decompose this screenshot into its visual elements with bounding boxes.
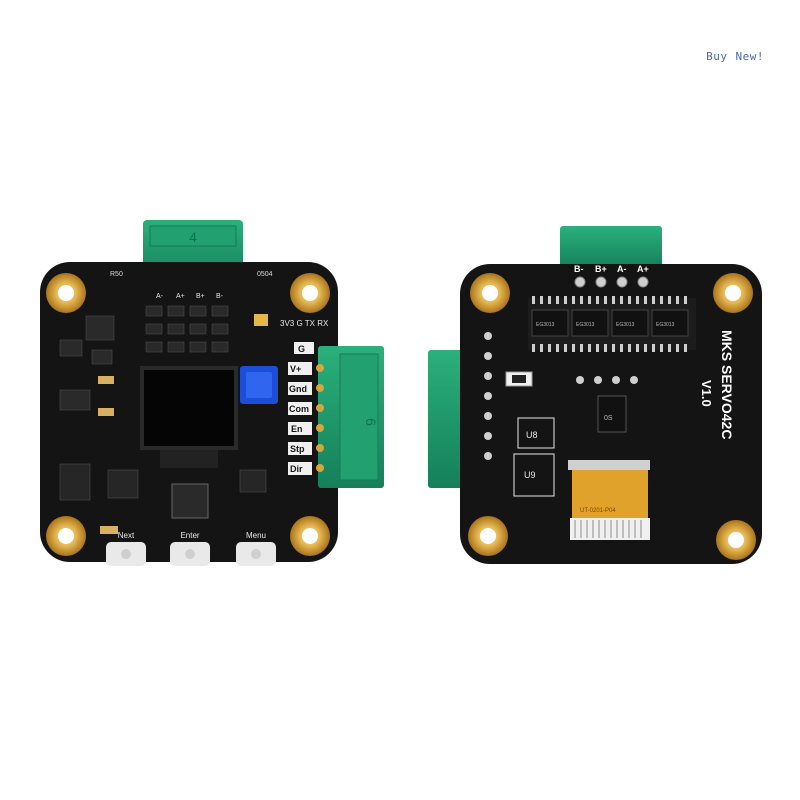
- side-pin-gnd: Gnd: [289, 384, 307, 394]
- left-buttons: Next Enter Menu: [106, 531, 276, 566]
- right-pin-a-minus: A-: [617, 264, 627, 274]
- driver-chip-label-2: EG3013: [576, 322, 595, 328]
- buy-new-badge: Buy New!: [706, 50, 764, 63]
- driver-chip-label-1: EG3013: [536, 322, 555, 328]
- driver-chips: EG3013 EG3013 EG3013 EG3013: [528, 296, 696, 352]
- left-pin-b-minus: B-: [216, 293, 224, 300]
- side-connector-number: 6: [363, 418, 379, 426]
- left-header-label: 3V3 G TX RX: [280, 319, 329, 328]
- driver-chip-label-4: EG3013: [656, 322, 675, 328]
- left-pin-a-plus: A+: [176, 293, 185, 300]
- connector-number: 4: [189, 229, 197, 245]
- left-mcu-chip: [171, 483, 209, 519]
- right-side-connector: [428, 350, 468, 488]
- right-top-connector: [560, 226, 662, 268]
- right-pin-b-plus: B+: [595, 264, 607, 274]
- right-via-holes: [484, 332, 492, 460]
- left-pin-a-minus: A-: [156, 293, 164, 300]
- button-label-enter: Enter: [180, 531, 199, 540]
- left-mounting-holes: [46, 273, 330, 556]
- left-side-connector: 6: [316, 346, 384, 488]
- badge-word-buy: Buy: [706, 50, 728, 63]
- chip-label-u8: U8: [526, 430, 538, 440]
- right-board: B- B+ A- A+: [428, 226, 762, 564]
- side-pin-stp: Stp: [290, 444, 305, 454]
- left-smd-components: [59, 305, 229, 411]
- side-pin-g: G: [298, 344, 305, 354]
- right-pin-a-plus: A+: [637, 264, 649, 274]
- ribbon-label: UT-0201-P04: [580, 508, 616, 514]
- encoder-chip: [597, 395, 627, 433]
- side-pin-en: En: [291, 424, 303, 434]
- side-pin-vplus: V+: [290, 364, 301, 374]
- button-label-menu: Menu: [246, 531, 266, 540]
- left-oled-display: [140, 366, 238, 468]
- board-model: MKS SERVO42C: [719, 330, 735, 439]
- resistor-label-r50: R50: [110, 271, 123, 278]
- resistor-label-0504: 0504: [257, 271, 273, 278]
- chip-label-u9: U9: [524, 470, 536, 480]
- oled-ribbon-cable: UT-0201-P04: [568, 460, 650, 540]
- right-mounting-holes: [468, 273, 756, 560]
- badge-word-new: New!: [735, 50, 764, 63]
- side-pin-com: Com: [289, 404, 309, 414]
- encoder-chip-label: 0S: [604, 415, 613, 422]
- driver-chip-label-3: EG3013: [616, 322, 635, 328]
- button-label-next: Next: [118, 531, 135, 540]
- right-pin-b-minus: B-: [574, 264, 584, 274]
- left-pin-b-plus: B+: [196, 293, 205, 300]
- board-version: V1.0: [699, 380, 714, 407]
- left-capacitor: [254, 314, 268, 326]
- side-pin-dir: Dir: [290, 464, 303, 474]
- left-board: 4 R50 0504 A- A+ B+ B-: [40, 220, 384, 566]
